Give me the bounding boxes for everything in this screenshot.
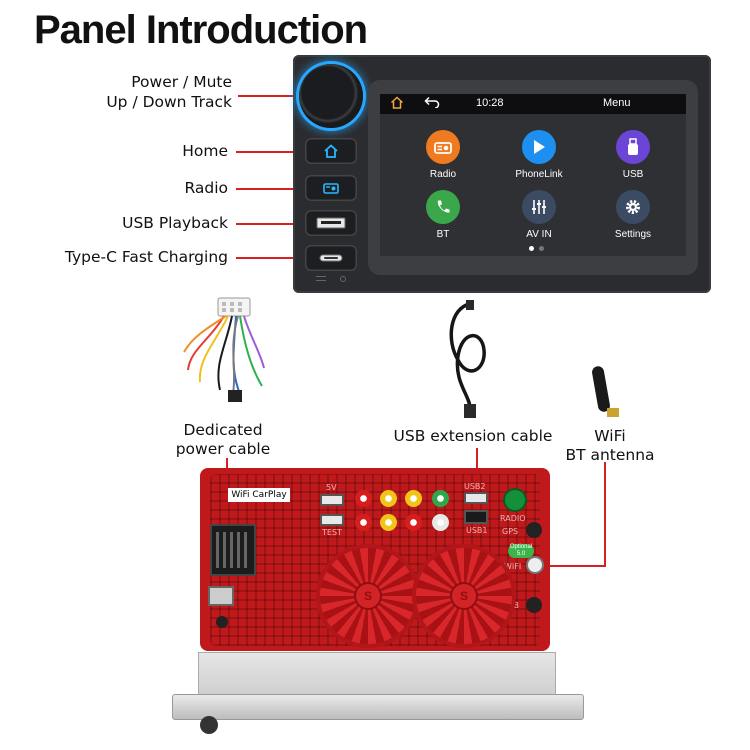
- app-label: USB: [622, 169, 644, 180]
- equalizer-icon: [522, 190, 556, 224]
- app-radio[interactable]: Radio: [408, 130, 478, 180]
- leader-line: [236, 257, 316, 259]
- cooling-fan: S: [416, 548, 512, 644]
- usb-port-5v[interactable]: [320, 494, 344, 506]
- app-label: Radio: [429, 169, 457, 180]
- rca-jack[interactable]: [405, 490, 422, 507]
- rca-jack[interactable]: [380, 490, 397, 507]
- label-power-mute: Power / Mute Up / Down Track: [100, 72, 232, 112]
- back-icon[interactable]: [424, 96, 440, 111]
- radio-button[interactable]: [305, 175, 357, 201]
- power-cable-line2: power cable: [175, 440, 271, 458]
- usb-port-2[interactable]: [464, 492, 488, 504]
- dab-port[interactable]: [526, 597, 542, 613]
- home-icon[interactable]: [390, 96, 404, 112]
- metal-chassis: [198, 652, 556, 696]
- home-button[interactable]: [305, 138, 357, 164]
- wiring-harness: [183, 297, 265, 402]
- wifi-badge-line2: 5.0: [516, 551, 526, 557]
- small-connector: [208, 586, 234, 606]
- port-label-radio: RADIO: [500, 514, 526, 523]
- port-label-5v: 5V: [326, 483, 337, 492]
- usb-slot-icon: [316, 217, 346, 229]
- touch-screen[interactable]: [380, 94, 686, 256]
- leader-line: [236, 188, 316, 190]
- app-phonelink[interactable]: PhoneLink: [504, 130, 574, 180]
- app-av-in[interactable]: AV IN: [504, 190, 574, 240]
- leader-line: [236, 223, 316, 225]
- port-label-wifi: WIFI: [504, 562, 522, 571]
- port-label-gps: GPS: [502, 527, 519, 536]
- antenna-label: WiFi BT antenna: [560, 427, 660, 465]
- type-c-port[interactable]: [305, 245, 357, 271]
- rca-jack[interactable]: [355, 490, 372, 507]
- label-usb-playback: USB Playback: [122, 214, 228, 232]
- rca-jack[interactable]: [405, 514, 422, 531]
- wifi-carplay-sticker: WiFi CarPlay: [228, 488, 290, 502]
- type-c-slot-icon: [319, 254, 343, 262]
- usb-port-front[interactable]: [305, 210, 357, 236]
- app-usb[interactable]: USB: [598, 130, 668, 180]
- usb-port-1[interactable]: [464, 510, 488, 524]
- status-bar: 10:28 Menu: [380, 94, 686, 114]
- page-title: Panel Introduction: [34, 8, 368, 52]
- reset-slot: [316, 276, 326, 281]
- fan-hub: S: [452, 584, 476, 608]
- label-power-line2: Up / Down Track: [106, 93, 232, 111]
- antenna: [592, 366, 619, 417]
- usb-port-test[interactable]: [320, 514, 344, 526]
- home-icon: [324, 144, 338, 158]
- page-dot[interactable]: [539, 246, 544, 251]
- play-icon: [522, 130, 556, 164]
- radio-icon: [323, 183, 339, 194]
- usb-cable-label: USB extension cable: [393, 427, 553, 445]
- app-bt[interactable]: BT: [408, 190, 478, 240]
- wifi-badge-line1: Optional: [509, 544, 533, 550]
- page-dot-active[interactable]: [529, 246, 534, 251]
- menu-title: Menu: [603, 97, 631, 109]
- radio-antenna-port[interactable]: [505, 490, 525, 510]
- port-label-usb2: USB2: [464, 482, 486, 491]
- leader-line: [604, 462, 606, 566]
- rca-jack[interactable]: [355, 514, 372, 531]
- clock: 10:28: [476, 97, 504, 109]
- fan-hub: S: [356, 584, 380, 608]
- app-label: BT: [436, 229, 450, 240]
- rca-jack[interactable]: [432, 514, 449, 531]
- rca-jack[interactable]: [380, 514, 397, 531]
- radio-icon: [426, 130, 460, 164]
- cooling-fan: S: [320, 548, 416, 644]
- bracket-knob: [200, 716, 218, 734]
- usb-extension-cable: [449, 300, 486, 418]
- leader-line: [540, 565, 606, 567]
- label-power-line1: Power / Mute: [131, 73, 232, 91]
- leader-line: [238, 95, 306, 97]
- rca-jack[interactable]: [432, 490, 449, 507]
- port-label-usb1: USB1: [466, 526, 488, 535]
- label-radio: Radio: [184, 179, 228, 197]
- power-cable-line1: Dedicated: [183, 421, 263, 439]
- mounting-bracket: [172, 694, 584, 720]
- app-label: PhoneLink: [515, 169, 563, 180]
- mic-hole: [340, 276, 346, 282]
- label-home: Home: [182, 142, 228, 160]
- app-label: AV IN: [526, 229, 552, 240]
- port-label-test: TEST: [322, 528, 342, 537]
- wifi-badge: Optional 5.0: [508, 544, 534, 558]
- iso-connector-pins: [216, 532, 250, 568]
- label-type-c: Type-C Fast Charging: [64, 248, 228, 266]
- mic-jack: [216, 616, 228, 628]
- antenna-line1: WiFi: [594, 427, 626, 445]
- gps-port[interactable]: [526, 522, 542, 538]
- wifi-antenna-port[interactable]: [528, 558, 542, 572]
- power-cable-label: Dedicated power cable: [168, 421, 278, 459]
- power-volume-knob[interactable]: [299, 64, 363, 128]
- leader-line: [236, 151, 316, 153]
- gear-icon: [616, 190, 650, 224]
- usb-icon: [616, 130, 650, 164]
- app-label: Settings: [614, 229, 652, 240]
- antenna-line2: BT antenna: [565, 446, 655, 464]
- phone-icon: [426, 190, 460, 224]
- app-settings[interactable]: Settings: [598, 190, 668, 240]
